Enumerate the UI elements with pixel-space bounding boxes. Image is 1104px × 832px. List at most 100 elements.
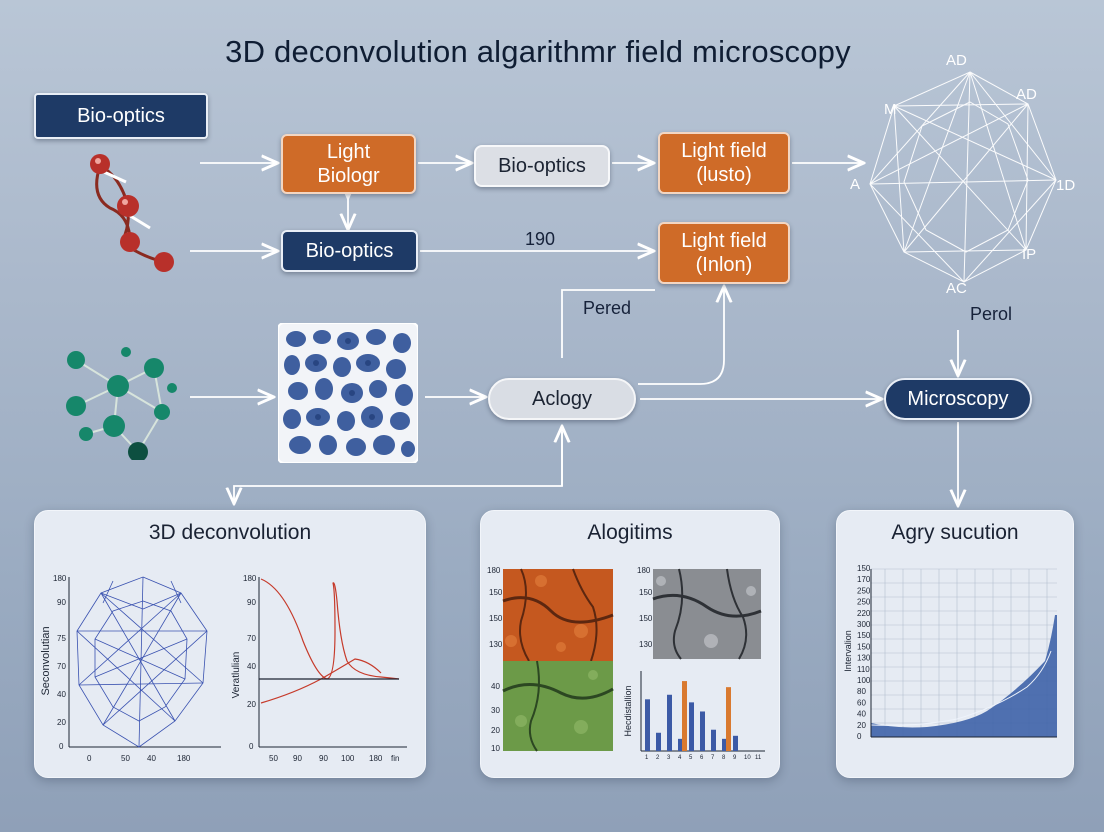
svg-text:10: 10 [491, 744, 500, 753]
chart2-red-curve [260, 578, 400, 680]
svg-text:40: 40 [147, 754, 156, 763]
right-ytick: 250 [857, 598, 871, 607]
svg-text:0: 0 [59, 742, 64, 751]
radar-label-left: A [850, 176, 861, 193]
right-ytick: 150 [857, 631, 871, 640]
svg-text:90: 90 [319, 754, 328, 763]
bio-optics-tag-label: Bio-optics [77, 105, 165, 127]
radar-label-bottom-right: IP [1022, 246, 1037, 263]
microscopy-node[interactable]: Microscopy [884, 378, 1032, 420]
light-field-inlon-line2: (Inlon) [695, 254, 753, 276]
mesh-polyhedron [76, 576, 208, 748]
bio-optics-grey-node[interactable]: Bio-optics [474, 145, 610, 187]
right-ytick: 150 [857, 642, 871, 651]
bar-xtick: 4 [678, 755, 682, 761]
svg-text:40: 40 [247, 662, 256, 671]
flow-label-pered: Pered [583, 298, 632, 318]
svg-text:75: 75 [57, 634, 66, 643]
molecule-red-icon [90, 154, 174, 272]
area-series [871, 615, 1057, 737]
svg-text:50: 50 [121, 754, 130, 763]
svg-text:90: 90 [293, 754, 302, 763]
right-ytick: 40 [857, 710, 866, 719]
svg-text:70: 70 [57, 662, 66, 671]
right-chart-yticks: 1501702502502203001501501301101008060402… [857, 564, 871, 741]
image-axis-bottom: 40 30 20 10 [491, 682, 500, 753]
radar-network-icon [869, 71, 1057, 283]
bar [711, 729, 716, 751]
svg-text:20: 20 [247, 700, 256, 709]
bar-xtick: 5 [689, 755, 693, 761]
light-field-inlon-node[interactable]: Light field (Inlon) [658, 222, 790, 284]
svg-text:30: 30 [491, 706, 500, 715]
image-axis-top: 180 150 150 130 180 150 150 130 [487, 566, 653, 649]
right-ytick: 100 [857, 676, 871, 685]
bar [726, 687, 731, 751]
panel-left-title: 3D deconvolution [148, 521, 312, 544]
bar [678, 738, 683, 751]
bar-xtick: 6 [700, 755, 704, 761]
bar [722, 738, 727, 751]
panel-middle-graphics: 180 150 150 130 180 150 150 130 40 30 20… [487, 566, 765, 761]
svg-text:90: 90 [57, 598, 66, 607]
light-biologr-node[interactable]: Light Biologr [281, 134, 416, 194]
svg-text:40: 40 [491, 682, 500, 691]
bar-xtick: 1 [645, 755, 649, 761]
right-ytick: 250 [857, 586, 871, 595]
arrow-aclogy-to-light-field [638, 288, 724, 385]
right-chart-ylabel: Intervalion [843, 630, 853, 672]
page-title: 3D deconvolution algarithmr field micros… [225, 34, 851, 69]
svg-text:130: 130 [639, 640, 653, 649]
svg-text:40: 40 [57, 690, 66, 699]
bio-optics-navy-label: Bio-optics [305, 240, 394, 262]
bar [689, 702, 694, 751]
bio-optics-navy-node[interactable]: Bio-optics [281, 230, 418, 272]
molecule-green-icon [66, 347, 177, 460]
microscopy-label: Microscopy [907, 388, 1009, 410]
chart1-yticks: 180 90 75 70 40 20 0 [53, 574, 67, 751]
svg-text:180: 180 [177, 754, 191, 763]
microscopy-texture-image [278, 323, 418, 463]
right-ytick: 80 [857, 687, 866, 696]
right-ytick: 0 [857, 732, 862, 741]
bar-xtick: 10 [744, 755, 751, 761]
bar-xtick: 7 [711, 755, 715, 761]
svg-text:180: 180 [53, 574, 67, 583]
light-field-inlon-line1: Light field [681, 230, 767, 252]
right-ytick: 170 [857, 575, 871, 584]
bar-xtick: 9 [733, 755, 737, 761]
bar [733, 735, 738, 751]
chart2-yticks: 180 90 70 40 20 0 [243, 574, 257, 751]
right-ytick: 20 [857, 721, 866, 730]
bio-optics-grey-label: Bio-optics [498, 155, 586, 177]
panel-left-charts: Seconvolutian 180 90 75 70 40 20 0 0 50 … [40, 574, 407, 763]
bar-chart [645, 681, 738, 751]
line-series [870, 650, 1052, 726]
bio-optics-tag[interactable]: Bio-optics [34, 93, 208, 139]
aclogy-node[interactable]: Aclogy [488, 378, 636, 420]
right-ytick: 130 [857, 654, 871, 663]
svg-text:70: 70 [247, 634, 256, 643]
radar-label-right: 1D [1056, 177, 1076, 194]
svg-text:180: 180 [369, 754, 383, 763]
svg-text:50: 50 [269, 754, 278, 763]
svg-text:0: 0 [249, 742, 254, 751]
svg-text:fin: fin [391, 754, 399, 763]
chart1-ylabel: Seconvolutian [40, 626, 52, 695]
flow-label-190: 190 [525, 229, 556, 249]
light-biologr-line1: Light [326, 141, 371, 163]
right-ytick: 150 [857, 564, 871, 573]
bar-xtick: 8 [722, 755, 726, 761]
light-field-lusto-node[interactable]: Light field (lusto) [658, 132, 790, 194]
panel-alogitims: Alogitims 180 150 150 130 180 [480, 510, 780, 778]
panel-3d-deconvolution: 3D deconvolution Seconvolutian 180 90 75… [34, 510, 426, 778]
svg-text:0: 0 [87, 754, 92, 763]
svg-text:180: 180 [243, 574, 257, 583]
flow-label-perol: Perol [970, 304, 1013, 324]
light-field-lusto-line1: Light field [681, 140, 767, 162]
svg-text:150: 150 [489, 588, 503, 597]
svg-text:180: 180 [487, 566, 501, 575]
panel-right-chart: Intervalion 1501702502502203001501501301… [843, 564, 1057, 741]
svg-text:100: 100 [341, 754, 355, 763]
